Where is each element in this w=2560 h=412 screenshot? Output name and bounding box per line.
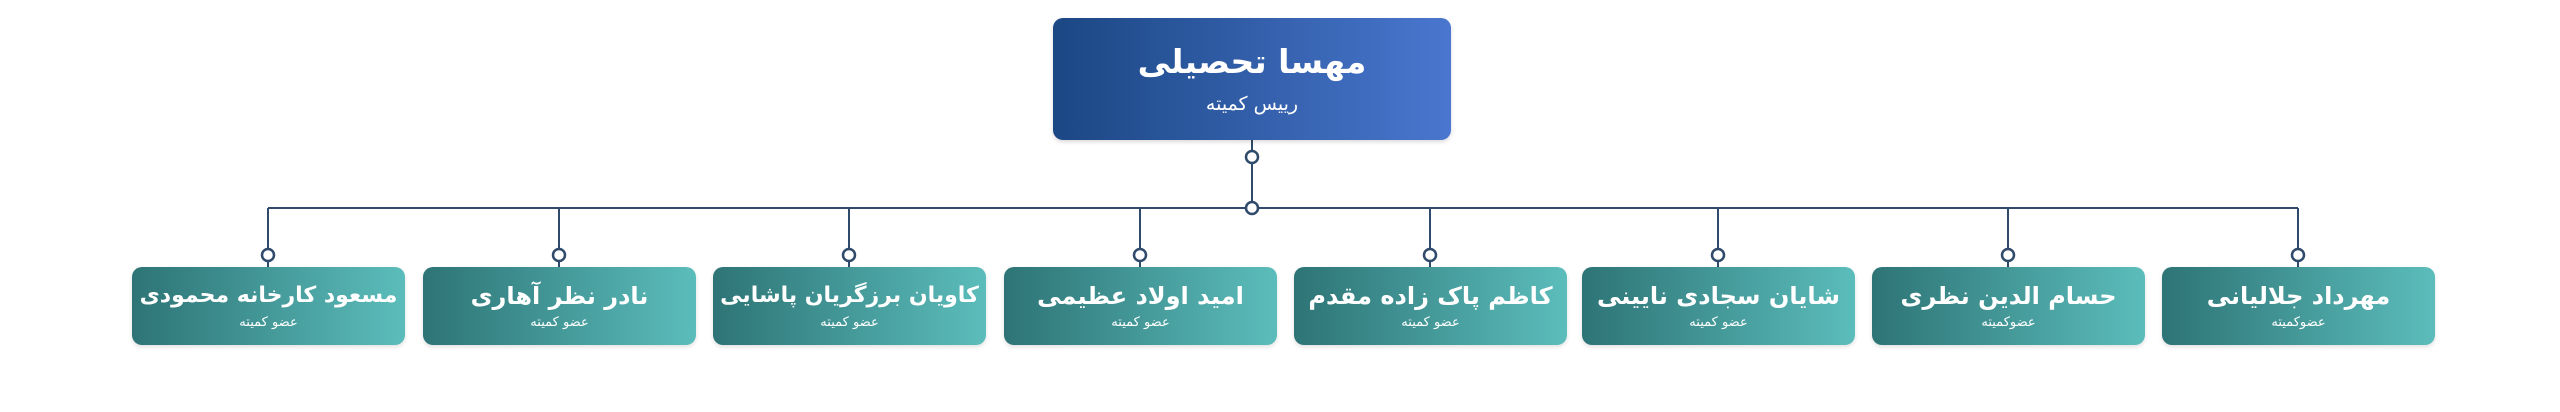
head-name: مهسا تحصیلی <box>1137 42 1367 81</box>
member-port-8 <box>2290 247 2306 263</box>
member-name: نادر نظر آهاری <box>470 282 649 310</box>
member-card-7[interactable]: حسام الدین نظری عضوکمیته <box>1872 267 2145 345</box>
member-port-7 <box>2000 247 2016 263</box>
member-port-5 <box>1422 247 1438 263</box>
member-role: عضو کمیته <box>1111 315 1170 330</box>
member-role: عضوکمیته <box>2271 315 2326 330</box>
member-name: کاویان برزگریان پاشایی <box>720 283 979 308</box>
member-port-3 <box>841 247 857 263</box>
member-port-4 <box>1132 247 1148 263</box>
member-name: حسام الدین نظری <box>1900 282 2117 310</box>
member-card-6[interactable]: شایان سجادی نایینی عضو کمیته <box>1582 267 1855 345</box>
member-port-2 <box>551 247 567 263</box>
head-role: رییس کمیته <box>1205 93 1299 115</box>
member-card-5[interactable]: کاظم پاک زاده مقدم عضو کمیته <box>1294 267 1567 345</box>
member-card-3[interactable]: کاویان برزگریان پاشایی عضو کمیته <box>713 267 986 345</box>
member-card-1[interactable]: مسعود کارخانه محمودی عضو کمیته <box>132 267 405 345</box>
member-role: عضو کمیته <box>1689 315 1748 330</box>
trunk-port <box>1244 200 1260 216</box>
member-role: عضوکمیته <box>1981 315 2036 330</box>
member-port-1 <box>260 247 276 263</box>
member-name: امید اولاد عظیمی <box>1037 282 1244 310</box>
member-role: عضو کمیته <box>820 315 879 330</box>
member-name: شایان سجادی نایینی <box>1597 282 1840 310</box>
head-port <box>1244 149 1260 165</box>
member-role: عضو کمیته <box>1401 315 1460 330</box>
member-name: کاظم پاک زاده مقدم <box>1308 282 1553 310</box>
member-role: عضو کمیته <box>530 315 589 330</box>
member-name: مهرداد جلالیانی <box>2206 282 2391 310</box>
member-card-4[interactable]: امید اولاد عظیمی عضو کمیته <box>1004 267 1277 345</box>
committee-head-card[interactable]: مهسا تحصیلی رییس کمیته <box>1053 18 1451 140</box>
member-port-6 <box>1710 247 1726 263</box>
member-name: مسعود کارخانه محمودی <box>139 283 398 308</box>
member-card-8[interactable]: مهرداد جلالیانی عضوکمیته <box>2162 267 2435 345</box>
member-card-2[interactable]: نادر نظر آهاری عضو کمیته <box>423 267 696 345</box>
member-role: عضو کمیته <box>239 315 298 330</box>
